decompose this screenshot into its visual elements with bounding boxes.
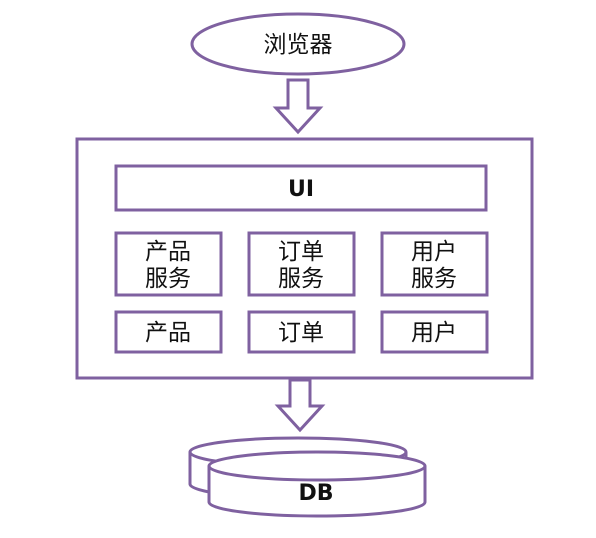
browser-node: 浏览器 — [190, 12, 406, 76]
module-label: 订单 — [278, 320, 324, 346]
arrow-browser-to-app — [272, 78, 324, 135]
service-order: 订单 服务 — [247, 231, 356, 297]
module-box — [380, 310, 489, 354]
module-box — [114, 310, 223, 354]
service-label-line2: 服务 — [145, 266, 191, 292]
database-label: DB — [298, 481, 333, 506]
service-box — [380, 231, 489, 297]
arrow-app-to-db — [274, 378, 326, 433]
database-node: DB — [188, 436, 427, 518]
service-label-line2: 服务 — [278, 266, 324, 292]
ui-box — [114, 164, 488, 212]
service-label-line2: 服务 — [411, 266, 457, 292]
service-label-line1: 产品 — [145, 239, 191, 265]
service-label-line1: 用户 — [411, 239, 457, 265]
module-label: 产品 — [145, 320, 191, 346]
database-front-top — [207, 450, 427, 482]
ui-label: UI — [288, 177, 314, 202]
module-product: 产品 — [114, 310, 223, 354]
module-order: 订单 — [247, 310, 356, 354]
service-user: 用户 服务 — [380, 231, 489, 297]
service-box — [114, 231, 223, 297]
service-label-line1: 订单 — [278, 239, 324, 265]
module-label: 用户 — [411, 320, 457, 346]
service-product: 产品 服务 — [114, 231, 223, 297]
service-box — [247, 231, 356, 297]
browser-label: 浏览器 — [264, 32, 333, 58]
module-box — [247, 310, 356, 354]
module-user: 用户 — [380, 310, 489, 354]
ui-layer: UI — [114, 164, 488, 212]
browser-ellipse — [190, 12, 406, 76]
